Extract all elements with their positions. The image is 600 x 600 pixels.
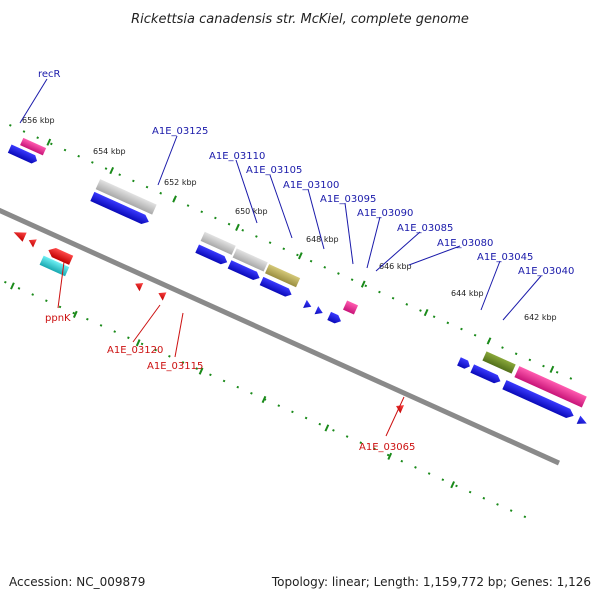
bottom-dot-track [0, 231, 534, 522]
tick-major [46, 138, 52, 146]
tick-major [324, 424, 330, 432]
gene-bar-A1E_03040[interactable] [514, 366, 587, 408]
tick-major [486, 337, 492, 345]
gene-arrow-reverse[interactable] [133, 280, 144, 292]
gene-label-A1E_03095[interactable]: A1E_03095 [320, 194, 376, 205]
tick-major [135, 339, 141, 347]
tick-major [298, 252, 303, 260]
kbp-label: 644 kbp [451, 289, 484, 298]
top-major-ticks [46, 138, 555, 373]
leader-line [375, 231, 421, 272]
gene-label-A1E_03105[interactable]: A1E_03105 [246, 165, 302, 176]
gene-label-A1E_03080[interactable]: A1E_03080 [437, 238, 493, 249]
tick-major [423, 308, 429, 317]
gene-arrow-reverse[interactable] [156, 290, 167, 301]
bottom-major-ticks [10, 282, 455, 489]
kbp-label: 648 kbp [306, 235, 339, 244]
gene-label-A1E_03125[interactable]: A1E_03125 [152, 126, 208, 137]
kbp-label: 642 kbp [524, 313, 557, 322]
gene-label-A1E_03100[interactable]: A1E_03100 [283, 180, 339, 191]
tick-major [261, 395, 267, 404]
leader-line [480, 260, 501, 311]
gene-label-A1E_03120[interactable]: A1E_03120 [107, 345, 163, 356]
gene-label-A1E_03115[interactable]: A1E_03115 [147, 361, 203, 372]
tick-major [109, 166, 115, 175]
kbp-label: 646 kbp [379, 262, 412, 271]
gene-arrow-reverse[interactable] [46, 246, 74, 265]
kbp-label: 654 kbp [93, 147, 126, 156]
kbp-label: 650 kbp [235, 207, 268, 216]
map-title: Rickettsia canadensis str. McKiel, compl… [131, 12, 469, 27]
genome-axis [0, 164, 561, 466]
leader-lines-top [19, 78, 542, 321]
gene-label-A1E_03040[interactable]: A1E_03040 [518, 266, 574, 277]
leader-line [502, 275, 542, 321]
gene-bar-A1E_03100[interactable] [265, 264, 301, 288]
gene-arrow[interactable] [259, 276, 294, 299]
gene-labels-top: recR A1E_03125 A1E_03110 A1E_03105 A1E_0… [38, 69, 574, 277]
accession-text: Accession: NC_009879 [9, 575, 145, 589]
leader-line [366, 216, 381, 269]
gene-bar-A1E_03090[interactable] [342, 300, 359, 315]
tick-major [172, 195, 177, 203]
kbp-labels: 656 kbp 654 kbp 652 kbp 650 kbp 648 kbp … [22, 116, 557, 322]
gene-label-A1E_03085[interactable]: A1E_03085 [397, 223, 453, 234]
leader-lines-bottom [57, 261, 405, 437]
leader-line [408, 245, 461, 266]
leader-line [57, 261, 65, 309]
gene-bar-A1E_03045[interactable] [482, 351, 516, 374]
gene-arrow[interactable] [314, 306, 325, 317]
gene-label-A1E_03110[interactable]: A1E_03110 [209, 151, 265, 162]
gene-bar-ppnK[interactable] [39, 255, 70, 277]
gene-bar-recR[interactable] [20, 137, 47, 156]
gene-label-ppnK[interactable]: ppnK [45, 313, 71, 324]
gene-arrow[interactable] [303, 299, 313, 311]
gene-arrow[interactable] [7, 144, 39, 166]
gene-bar-A1E_03105[interactable] [232, 248, 268, 272]
kbp-label: 652 kbp [164, 178, 197, 187]
tick-major [549, 365, 555, 373]
tick-major [450, 481, 455, 489]
leader-line [344, 202, 354, 265]
leader-line [174, 312, 184, 358]
gene-arrow-reverse[interactable] [27, 236, 37, 248]
tick-major [387, 452, 393, 460]
leader-line [235, 159, 258, 224]
gene-bar-A1E_03110[interactable] [200, 231, 236, 255]
gene-arrow[interactable] [470, 364, 502, 385]
leader-line [19, 78, 48, 124]
gene-label-recR[interactable]: recR [38, 69, 61, 80]
gene-arrow[interactable] [502, 380, 575, 420]
gene-arrow-reverse[interactable] [12, 228, 27, 242]
leader-line [307, 188, 325, 250]
gene-arrow[interactable] [90, 191, 151, 227]
gene-arrow[interactable] [457, 357, 472, 370]
tick-major [198, 367, 204, 375]
gene-bar-A1E_03125[interactable] [95, 179, 157, 215]
leader-line [269, 174, 293, 239]
gene-arrow[interactable] [227, 260, 262, 282]
kbp-label: 656 kbp [22, 116, 55, 125]
gene-label-A1E_03045[interactable]: A1E_03045 [477, 252, 533, 263]
gene-arrow-reverse[interactable] [394, 402, 405, 414]
tick-major [72, 310, 78, 318]
gene-labels-bottom: ppnK A1E_03120 A1E_03115 A1E_03065 [45, 313, 415, 453]
tick-major [360, 280, 366, 288]
leader-line [132, 304, 161, 343]
topology-summary: Topology: linear; Length: 1,159,772 bp; … [271, 575, 591, 589]
gene-arrow[interactable] [195, 244, 229, 267]
gene-label-A1E_03090[interactable]: A1E_03090 [357, 208, 413, 219]
gene-arrow[interactable] [576, 415, 589, 428]
tick-major [235, 223, 240, 231]
leader-line [385, 396, 405, 437]
gene-label-A1E_03065[interactable]: A1E_03065 [359, 442, 415, 453]
tick-major [10, 282, 15, 290]
diagram-group [0, 99, 589, 522]
leader-line [157, 135, 178, 186]
gene-arrow[interactable] [327, 311, 343, 326]
